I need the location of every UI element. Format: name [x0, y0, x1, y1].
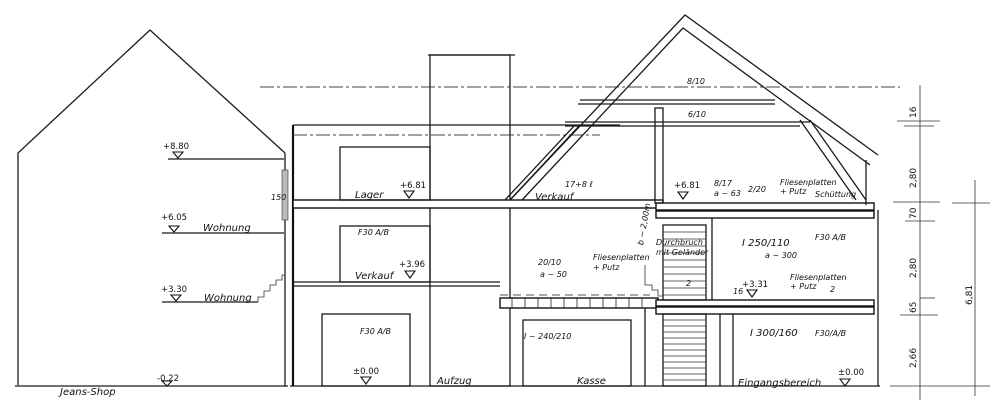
fire-rating-label: F30/A/B	[815, 329, 846, 338]
finish-label: + Putz	[593, 263, 620, 272]
slab-upper-right-b	[655, 210, 875, 219]
beam-label: I ~ 240/210	[524, 332, 571, 341]
level-triangle-icon	[169, 294, 183, 302]
room-label: Wohnung	[203, 223, 251, 234]
strut-left-b	[504, 124, 576, 201]
level-triangle-icon	[402, 190, 416, 199]
slab-mid-joists	[499, 297, 659, 309]
left-building	[15, 29, 289, 387]
room-label-attic-verkauf: Verkauf	[535, 192, 575, 203]
room-label-aufzug: Aufzug	[436, 376, 472, 387]
dim-label: 2,80	[909, 258, 919, 278]
level-label: -0.22	[157, 374, 179, 384]
screed-label: Schüttung	[815, 190, 856, 199]
room-label: Wohnung	[204, 293, 252, 304]
dim-label: 70	[909, 207, 919, 219]
stair-note: mit Geländer	[656, 248, 709, 257]
level-triangle-icon	[676, 191, 690, 200]
level-triangle-icon	[160, 380, 174, 387]
left-stair	[257, 274, 285, 302]
slab-upper-right-a	[655, 202, 875, 211]
room-label: Jeans-Shop	[58, 387, 116, 398]
slab-mid-right-b	[655, 306, 875, 315]
opening-ground-left	[321, 313, 411, 387]
stair-upper	[662, 224, 707, 301]
step-mark: 2	[686, 279, 691, 288]
plank-label: 2/20	[748, 185, 766, 194]
level-triangle-icon	[403, 270, 417, 279]
level-label: +8.80	[163, 142, 189, 152]
dim-label: 65	[909, 302, 919, 313]
step-mark: 2	[830, 285, 835, 294]
strut-right-a	[799, 119, 857, 201]
fire-rating-label: F30 A/B	[360, 327, 391, 336]
room-label-eingangsbereich: Eingangsbereich	[738, 378, 821, 389]
left-gable-outline	[17, 29, 286, 385]
opening-upper-left	[339, 146, 431, 201]
left-levels: +8.80 +6.05 +3.30 -0.22 Wohnung Wohnung …	[58, 142, 286, 398]
beam-label: I 250/110	[742, 238, 790, 249]
room-label-kasse: Kasse	[577, 376, 606, 387]
slab-upper-left	[292, 199, 664, 209]
opening-mid-left	[339, 225, 431, 283]
main-building	[260, 14, 900, 387]
strut-right-b	[809, 119, 867, 201]
finish-label: Fliesenplatten	[790, 273, 847, 282]
rafter-label: 6/10	[688, 110, 706, 119]
stair-landing	[644, 265, 663, 297]
level-label: +3.30	[161, 285, 187, 295]
finish-label: + Putz	[780, 187, 807, 196]
finish-label: Fliesenplatten	[780, 178, 837, 187]
level-label: +6.81	[400, 181, 426, 191]
joist-label: 17+8 ℓ	[565, 180, 593, 189]
level-triangle-icon	[359, 376, 373, 385]
spacing-label: a ~ 63	[714, 189, 741, 198]
finish-label: + Putz	[790, 282, 817, 291]
level-label: ±0.00	[353, 367, 379, 377]
dim-label: 2,66	[909, 348, 919, 368]
finish-label: Fliesenplatten	[593, 253, 650, 262]
roof-inner	[521, 27, 871, 201]
main-labels: Lager +6.81 F30 A/B Verkauf +3.96 F30 A/…	[353, 77, 864, 389]
wall-note: 150	[271, 193, 286, 202]
room-label-lager: Lager	[355, 190, 384, 201]
stair-upper-treads	[663, 231, 706, 296]
dim-label-total: 6,81	[965, 285, 975, 305]
stair-lower-treads	[663, 319, 706, 381]
level-triangle-icon	[838, 378, 852, 387]
joist-label: 8/17	[714, 179, 733, 188]
joist-hatch	[511, 298, 643, 308]
level-label: +3.31	[742, 280, 768, 290]
joist-label: 20/10	[538, 258, 561, 267]
stair-note: Durchbruch	[656, 238, 703, 247]
level-label: ±0.00	[838, 368, 864, 378]
dim-label: 16	[909, 106, 919, 118]
level-label: +6.81	[674, 181, 700, 191]
fire-rating-label: F30 A/B	[358, 228, 389, 237]
wall-mark: 16	[733, 287, 743, 296]
roof-outer	[509, 14, 879, 201]
dim-label: 2,80	[909, 168, 919, 188]
spacing-label: a ~ 50	[540, 270, 567, 279]
attic-post	[654, 107, 664, 204]
left-wall-hatch	[281, 169, 289, 221]
stair-width-label: b ~ 2,00m	[636, 202, 652, 246]
level-label: +3.96	[399, 260, 425, 270]
level-triangle-icon	[167, 225, 181, 233]
opening-ground-mid	[522, 319, 632, 387]
fire-rating-label: F30 A/B	[815, 233, 846, 242]
strut-left-a	[509, 124, 581, 201]
slab-mid-right-a	[655, 299, 875, 307]
spacing-label: a ~ 300	[765, 251, 797, 260]
level-triangle-icon	[171, 151, 185, 159]
beam-label: I 300/160	[750, 328, 798, 339]
level-label: +6.05	[161, 213, 187, 223]
room-label-verkauf: Verkauf	[355, 271, 395, 282]
dimension-chain: 16 2,80 70 2,80 65 2,66 6,81	[890, 85, 990, 400]
level-triangle-icon	[745, 289, 759, 298]
rafter-label: 8/10	[687, 77, 705, 86]
elevator-shaft	[429, 54, 511, 387]
